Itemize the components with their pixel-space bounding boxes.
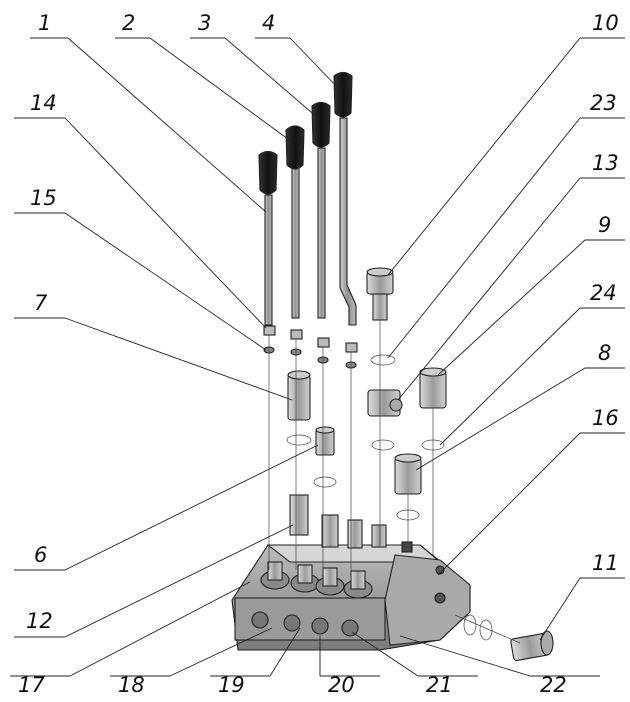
callout-3: 3 — [190, 11, 319, 119]
callout-number: 12 — [26, 609, 53, 633]
leader-line — [351, 631, 419, 677]
callout-number: 16 — [592, 406, 619, 430]
leader-line — [64, 117, 267, 329]
callout-4: 4 — [255, 11, 341, 91]
callouts: 1 2 3 4 14 15 7 6 12 10 23 13 9 24 — [10, 11, 625, 697]
leader-line — [289, 37, 341, 91]
callout-19: 19 — [210, 627, 301, 697]
callout-number: 19 — [218, 673, 245, 697]
callout-9: 9 — [437, 213, 625, 376]
callout-number: 14 — [30, 91, 57, 115]
callout-20: 20 — [319, 636, 380, 697]
leader-line — [415, 367, 586, 471]
callout-10: 10 — [387, 11, 625, 276]
leader-line — [437, 239, 586, 376]
lever-3 — [311, 101, 331, 319]
callout-number: 23 — [590, 91, 617, 115]
callout-number: 6 — [34, 543, 47, 567]
leader-line — [149, 37, 293, 143]
callout-number: 17 — [18, 673, 45, 697]
leader-line — [387, 117, 581, 359]
plug-24 — [419, 367, 447, 409]
plug-10 — [366, 267, 394, 321]
callout-number: 10 — [592, 11, 619, 35]
callout-24: 24 — [439, 281, 625, 446]
leader-line — [64, 444, 319, 571]
leader-line — [64, 524, 294, 638]
callout-18: 18 — [110, 627, 273, 697]
callout-17: 17 — [10, 581, 251, 697]
callout-11: 11 — [539, 551, 625, 641]
fitting-6 — [315, 426, 335, 456]
callout-number: 3 — [198, 11, 211, 35]
callout-16: 16 — [437, 406, 625, 576]
callout-number: 20 — [328, 673, 355, 697]
lever-1 — [258, 150, 278, 326]
callout-2: 2 — [115, 11, 293, 143]
fitting-9 — [367, 389, 403, 417]
valve-body — [231, 494, 471, 651]
callout-number: 7 — [34, 291, 48, 315]
callout-number: 22 — [540, 673, 567, 697]
callout-number: 24 — [590, 281, 617, 305]
plug-11 — [510, 630, 554, 662]
leader-line — [539, 577, 581, 641]
leader-line — [387, 37, 581, 276]
callout-21: 21 — [351, 631, 478, 697]
leader-line — [224, 37, 319, 119]
callout-number: 15 — [30, 186, 57, 210]
callout-23: 23 — [387, 91, 625, 359]
callout-22: 22 — [399, 635, 600, 697]
callout-14: 14 — [14, 91, 267, 329]
leader-line — [439, 307, 581, 446]
leader-line — [437, 432, 581, 576]
leader-line — [169, 627, 273, 677]
assembly-axes — [268, 320, 521, 644]
lever-nuts — [263, 325, 358, 369]
leader-line — [399, 635, 531, 677]
leader-line — [64, 212, 267, 351]
lever-2 — [285, 125, 305, 319]
callout-7: 7 — [14, 291, 293, 401]
leader-line — [69, 581, 251, 677]
plug-8 — [394, 453, 422, 495]
callout-1: 1 — [30, 11, 267, 213]
callout-number: 13 — [592, 151, 619, 175]
leader-line — [397, 177, 581, 401]
callout-number: 8 — [598, 341, 611, 365]
callout-number: 11 — [592, 551, 619, 575]
callout-13: 13 — [397, 151, 625, 401]
callout-number: 21 — [426, 673, 453, 697]
callout-number: 1 — [38, 11, 51, 35]
lever-4 — [333, 71, 357, 326]
leader-line — [269, 627, 301, 677]
callout-12: 12 — [14, 524, 294, 638]
callout-number: 18 — [118, 673, 145, 697]
fitting-7 — [287, 370, 311, 421]
callout-number: 2 — [122, 11, 135, 35]
leader-line — [67, 37, 267, 213]
callout-15: 15 — [14, 186, 267, 351]
callout-8: 8 — [415, 341, 625, 471]
callout-number: 9 — [598, 213, 611, 237]
callout-number: 4 — [262, 11, 275, 35]
leader-line — [64, 317, 293, 401]
callout-6: 6 — [14, 444, 319, 571]
